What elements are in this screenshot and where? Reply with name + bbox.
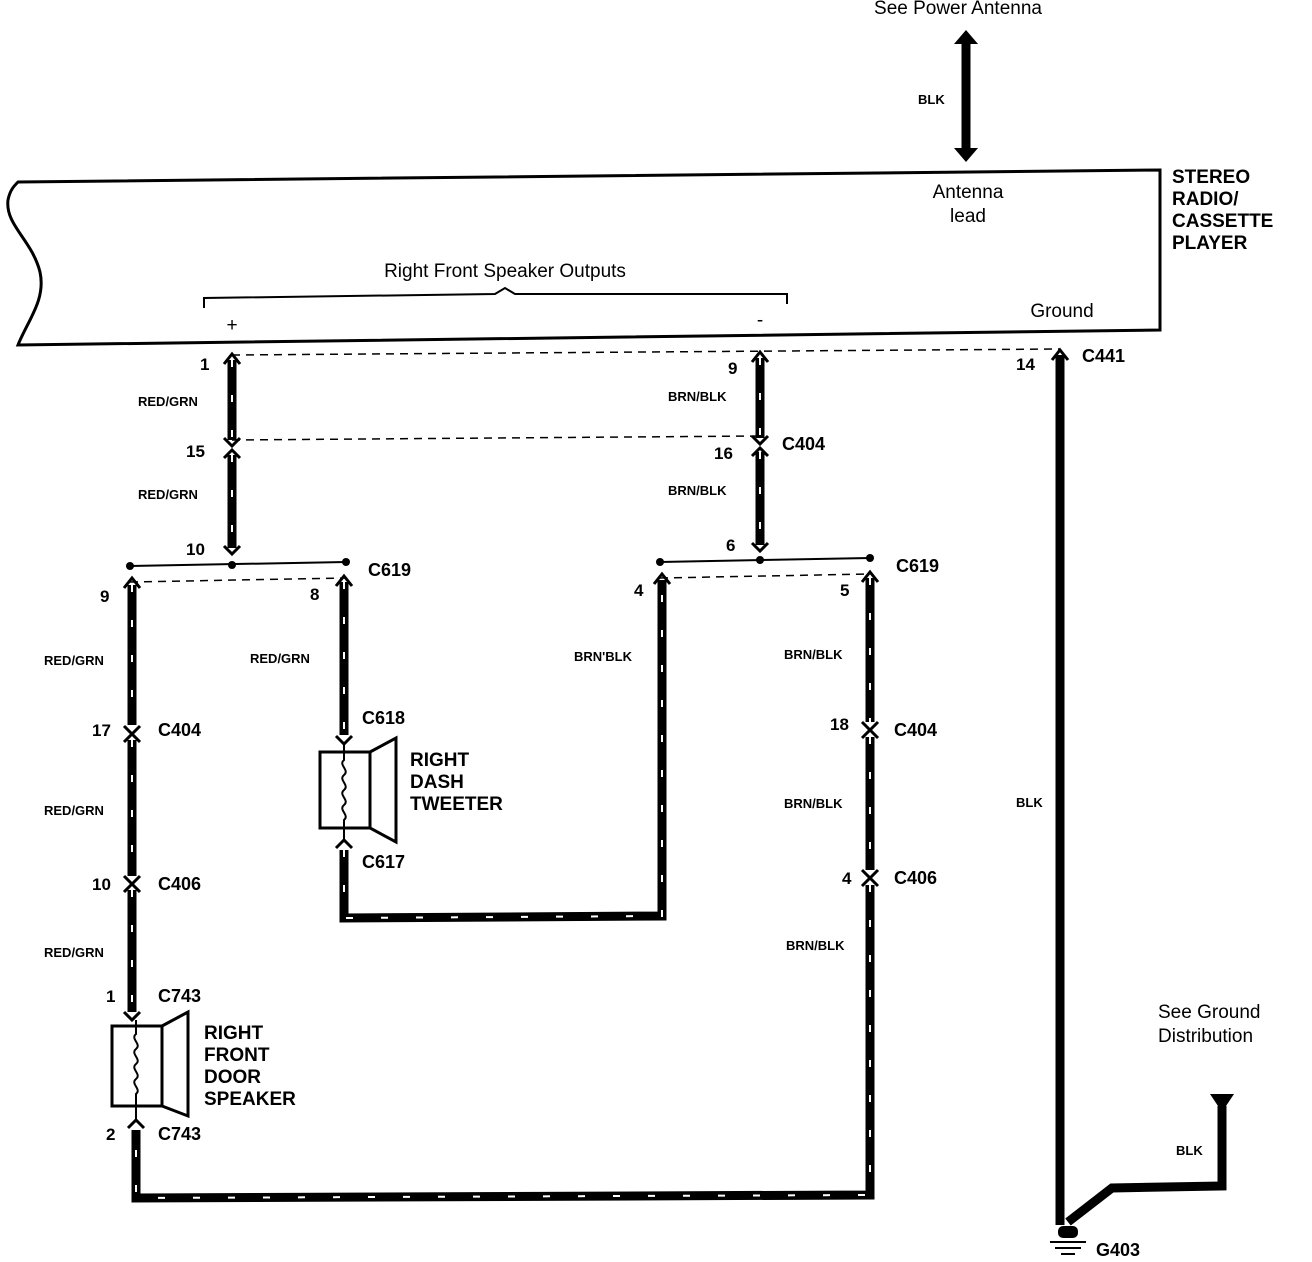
wire-color-door-2: RED/GRN xyxy=(44,803,104,818)
pin-10-c619: 10 xyxy=(186,540,205,559)
connector-c618: C618 xyxy=(362,708,405,728)
connector-c619-right: C619 xyxy=(896,556,939,576)
pin-18: 18 xyxy=(830,715,849,734)
connector-c406-right: C406 xyxy=(894,868,937,888)
wire-color-tweeter-return: BRN'BLK xyxy=(574,649,633,664)
c619-left-dashed-bar xyxy=(129,577,347,583)
outputs-label: Right Front Speaker Outputs xyxy=(384,261,626,282)
radio-unit-outline xyxy=(6,168,1162,347)
c619-left-splice-dot-1 xyxy=(126,562,134,570)
connector-c404-left: C404 xyxy=(158,720,201,740)
wire-color-ground-dist: BLK xyxy=(1176,1143,1203,1158)
connector-chevrons xyxy=(122,347,1070,1130)
c619-left-splice-dot-3 xyxy=(342,558,350,566)
right-front-door-speaker-symbol xyxy=(110,1009,190,1120)
ground-distribution-arrow-icon xyxy=(1210,1094,1234,1112)
minus-sign: - xyxy=(757,310,763,331)
power-antenna-ref: See Power Antenna xyxy=(874,0,1042,19)
c441-dashed-bar xyxy=(231,348,1061,356)
pin-2-c743: 2 xyxy=(106,1125,115,1144)
wire-color-ground: BLK xyxy=(1016,795,1043,810)
wire-color-tweeter-feed: RED/GRN xyxy=(250,651,310,666)
wire-c617-tweeter-return xyxy=(339,580,667,923)
connector-c743-bottom: C743 xyxy=(158,1124,201,1144)
connector-c617: C617 xyxy=(362,852,405,872)
pin-16: 16 xyxy=(714,444,733,463)
component-name-line-2: RADIO/ xyxy=(1172,189,1239,210)
component-name-line-4: PLAYER xyxy=(1172,233,1248,254)
connector-c441: C441 xyxy=(1082,346,1125,366)
wire-ground-g403-link xyxy=(1065,1106,1227,1226)
connector-c406-left: C406 xyxy=(158,874,201,894)
connector-c404-right: C404 xyxy=(894,720,937,740)
outputs-bracket xyxy=(203,286,788,308)
wire-color-plus-upper: RED/GRN xyxy=(138,394,198,409)
antenna-arrow-up xyxy=(954,30,978,44)
pin-14: 14 xyxy=(1016,355,1035,374)
pin-4-c619: 4 xyxy=(634,581,644,600)
connector-c619-left: C619 xyxy=(368,560,411,580)
pin-17: 17 xyxy=(92,721,111,740)
pin-15: 15 xyxy=(186,442,205,461)
c619-right-splice-dot-3 xyxy=(866,554,874,562)
door-speaker-name-line-3: DOOR xyxy=(204,1067,261,1088)
pin-6: 6 xyxy=(726,536,735,555)
pin-4-c406: 4 xyxy=(842,869,852,888)
component-name-line-1: STEREO xyxy=(1172,167,1250,188)
ground-g403-label: G403 xyxy=(1096,1240,1140,1260)
ground-symbol-g403 xyxy=(1050,1226,1086,1255)
plus-sign: + xyxy=(226,315,237,336)
ground-label: Ground xyxy=(1030,301,1093,322)
antenna-lead-line-2: lead xyxy=(950,206,986,227)
door-speaker-name-line-1: RIGHT xyxy=(204,1023,264,1044)
pin-9-radio: 9 xyxy=(728,359,737,378)
wire-color-door-1: RED/GRN xyxy=(44,653,104,668)
pin-1: 1 xyxy=(200,355,209,374)
door-speaker-name-line-4: SPEAKER xyxy=(204,1089,296,1110)
tweeter-name-line-2: DASH xyxy=(410,772,464,793)
door-speaker-name-line-2: FRONT xyxy=(204,1045,270,1066)
ground-distribution-ref-line-1: See Ground xyxy=(1158,1002,1260,1023)
wire-c406-4-return xyxy=(131,885,875,1203)
pin-5: 5 xyxy=(840,581,849,600)
tweeter-name-line-1: RIGHT xyxy=(410,750,470,771)
tweeter-name-line-3: TWEETER xyxy=(410,794,503,815)
ground-distribution-ref-line-2: Distribution xyxy=(1158,1026,1253,1047)
wire-color-plus-lower: RED/GRN xyxy=(138,487,198,502)
c619-left-splice-dot-2 xyxy=(228,561,236,569)
antenna-wire-color: BLK xyxy=(918,92,945,107)
antenna-arrow-down xyxy=(954,148,978,162)
pin-9-c619: 9 xyxy=(100,587,109,606)
wire-color-minus-upper: BRN/BLK xyxy=(668,389,727,404)
component-name-line-3: CASSETTE xyxy=(1172,211,1273,232)
antenna-lead-line-1: Antenna xyxy=(933,182,1004,203)
pin-1-c743: 1 xyxy=(106,987,115,1006)
wire-color-minus-lower: BRN/BLK xyxy=(668,483,727,498)
right-dash-tweeter-symbol xyxy=(318,735,398,845)
c619-right-splice-dot-1 xyxy=(656,558,664,566)
connector-c404-top: C404 xyxy=(782,434,825,454)
wire-color-door-3: RED/GRN xyxy=(44,945,104,960)
wire-color-door-return-1: BRN/BLK xyxy=(784,647,843,662)
c619-right-splice-dot-2 xyxy=(756,556,764,564)
pin-10-c406: 10 xyxy=(92,875,111,894)
wire-stripes xyxy=(131,358,871,1200)
c404-upper-dashed-bar xyxy=(231,435,761,441)
c619-left-splice xyxy=(129,561,347,567)
wire-color-door-return-2: BRN/BLK xyxy=(784,796,843,811)
connector-c743-top: C743 xyxy=(158,986,201,1006)
c619-right-splice xyxy=(659,557,871,563)
pin-8: 8 xyxy=(310,585,319,604)
wire-color-door-return-3: BRN/BLK xyxy=(786,938,845,953)
c619-right-dashed-bar xyxy=(659,573,871,579)
